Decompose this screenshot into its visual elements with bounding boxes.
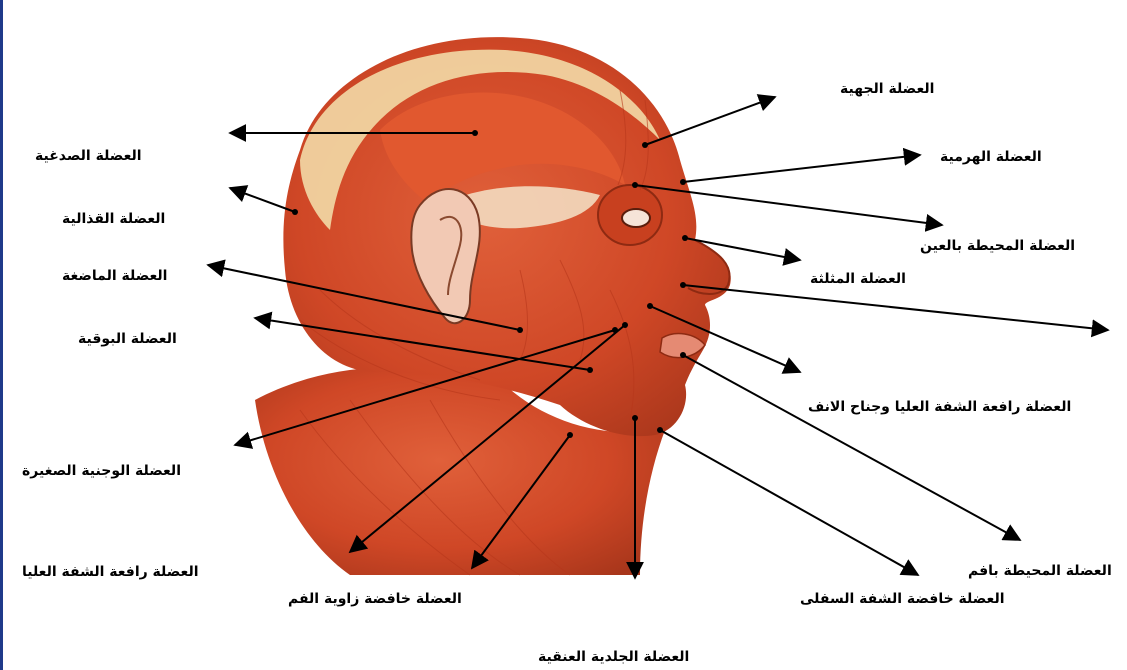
label-temporalis: العضلة الصدغية	[35, 147, 142, 165]
label-nasalis: العضلة المثلثة	[810, 270, 906, 288]
label-masseter: العضلة الماضغة	[62, 267, 167, 285]
eye	[622, 209, 650, 227]
label-orbicularis-oris: العضلة المحيطة بافم	[968, 562, 1112, 580]
label-depressor-labii: العضلة خافضة الشفة السفلى	[800, 590, 1005, 608]
label-depressor-anguli: العضلة خافضة زاوية الفم	[288, 590, 462, 608]
label-occipitalis: العضلة القذالية	[62, 210, 165, 228]
label-zygomaticus-minor: العضلة الوجنية الصغيرة	[22, 462, 181, 480]
label-levator-labii: العضلة رافعة الشفة العليا	[22, 563, 199, 581]
label-orbicularis-oculi: العضلة المحيطة بالعين	[920, 237, 1075, 255]
label-procerus: العضلة الهرمية	[940, 148, 1042, 166]
label-platysma: العضلة الجلدية العنقية	[538, 648, 689, 666]
label-frontalis: العضلة الجهية	[840, 80, 934, 98]
label-levator-labii-nasi: العضلة رافعة الشفة العليا وجناح الانف	[808, 398, 1071, 416]
label-buccinator: العضلة البوقية	[78, 330, 177, 348]
